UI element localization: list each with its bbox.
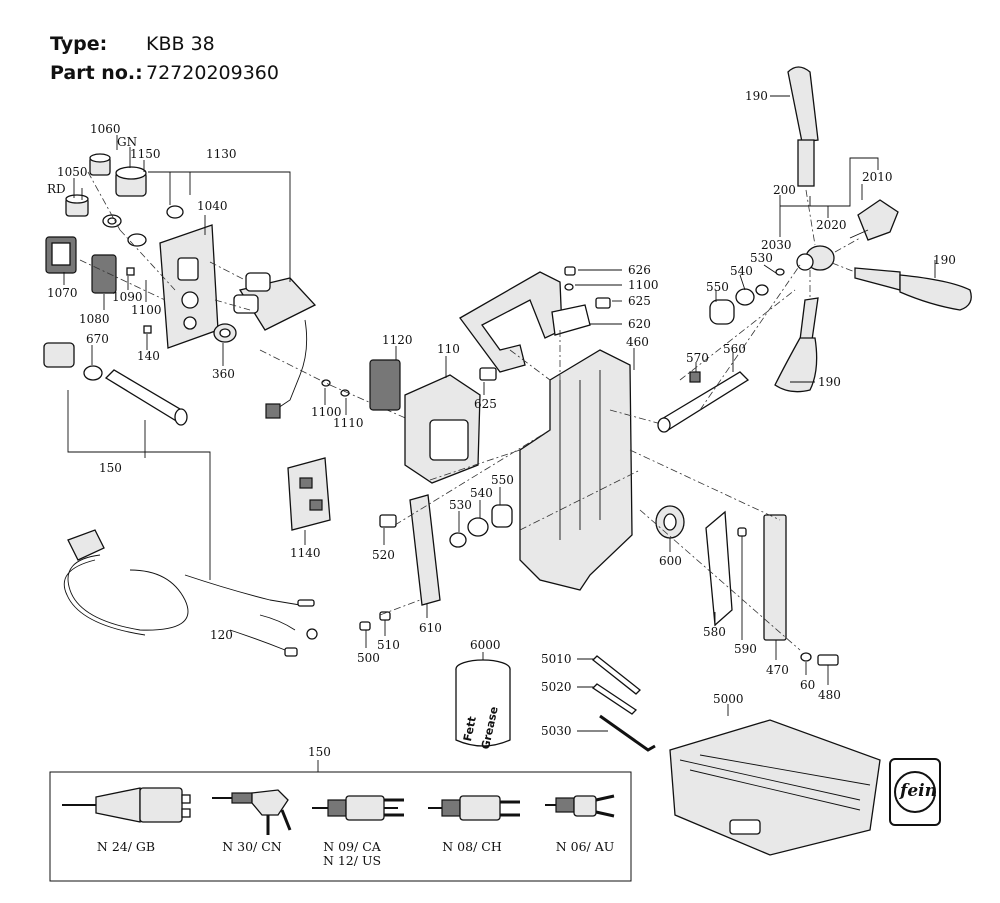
left-dash-lines [79,171,411,421]
part-no-row: Part no.: [50,62,143,84]
callout-5010: 5010 [541,652,572,666]
accessories [455,652,881,856]
callout-560: 560 [723,342,746,356]
brand-logo-text: fein [900,781,937,801]
callout-110: 110 [437,342,460,356]
stand-parts [359,266,839,666]
plug-label-ca: N 09/ CA [323,839,381,854]
brand-logo [889,758,941,826]
callout-2020: 2020 [816,218,847,232]
callout-510: 510 [377,638,400,652]
callout-1100b: 1100 [311,405,342,419]
handle-group [657,66,972,433]
plug-label-ch: N 08/ CH [442,839,502,854]
callout-625b: 625 [474,397,497,411]
callout-rd: RD [47,182,66,196]
callout-140: 140 [137,349,160,363]
callout-550a: 550 [491,473,514,487]
callout-520: 520 [372,548,395,562]
type-row: Type: [50,33,107,55]
callout-580: 580 [703,625,726,639]
left-leaders [63,135,397,580]
plug-label-gb: N 24/ GB [96,839,156,854]
callout-1070: 1070 [47,286,78,300]
right-dash-lines [679,189,861,411]
callout-60: 60 [800,678,816,692]
type-value: KBB 38 [146,33,215,55]
callout-gn: GN [117,135,138,149]
type-label: Type: [50,33,108,55]
callout-5030: 5030 [541,724,572,738]
callout-1100a: 1100 [131,303,162,317]
callout-150-plugs: 150 [308,745,331,759]
center-leaders [365,269,829,685]
callout-620: 620 [628,317,651,331]
callout-1060: 1060 [90,122,121,136]
callout-570: 570 [686,351,709,365]
callout-1130: 1130 [206,147,237,161]
callout-1120: 1120 [382,333,413,347]
part-no-value: 72720209360 [146,62,279,84]
part-no-label: Part no.: [50,62,143,84]
callout-1040: 1040 [197,199,228,213]
callout-625a: 625 [628,294,651,308]
switch-group [43,153,350,426]
plug-gb-icon [62,787,191,823]
callout-1050: 1050 [57,165,88,179]
plug-ch-icon [428,795,520,821]
callout-190-top: 190 [745,89,768,103]
callout-460: 460 [626,335,649,349]
callout-5020: 5020 [541,680,572,694]
callout-200: 200 [773,183,796,197]
callout-610: 610 [419,621,442,635]
center-left-parts [63,359,481,657]
callout-190-right: 190 [933,253,956,267]
callout-530a: 530 [449,498,472,512]
callout-1110: 1110 [333,416,364,430]
right-leaders [695,95,936,383]
plug-label-cn: N 30/ CN [222,839,282,854]
callout-480: 480 [818,688,841,702]
callout-1100c: 1100 [628,278,659,292]
plug-label-us: N 12/ US [322,853,382,868]
callout-626: 626 [628,263,651,277]
plug-variants-box [49,760,632,882]
callout-1150: 1150 [130,147,161,161]
callout-6000: 6000 [470,638,501,652]
callout-470: 470 [766,663,789,677]
callout-500: 500 [357,651,380,665]
callout-2010: 2010 [862,170,893,184]
center-dash-lines [379,330,801,651]
callout-530b: 530 [750,251,773,265]
plug-ca-us-icon [312,795,404,821]
callout-670: 670 [86,332,109,346]
callout-360: 360 [212,367,235,381]
plug-au-icon [545,794,615,818]
callout-190-bottom: 190 [818,375,841,389]
callout-150: 150 [99,461,122,475]
plug-cn-icon [212,789,292,835]
callout-590: 590 [734,642,757,656]
callout-5000: 5000 [713,692,744,706]
callout-550b: 550 [706,280,729,294]
callout-600: 600 [659,554,682,568]
callout-1080: 1080 [79,312,110,326]
callout-120: 120 [210,628,233,642]
callout-2030: 2030 [761,238,792,252]
callout-540b: 540 [730,264,753,278]
plug-label-au: N 06/ AU [555,839,615,854]
callout-1140: 1140 [290,546,321,560]
callout-1090: 1090 [112,290,143,304]
callout-540a: 540 [470,486,493,500]
